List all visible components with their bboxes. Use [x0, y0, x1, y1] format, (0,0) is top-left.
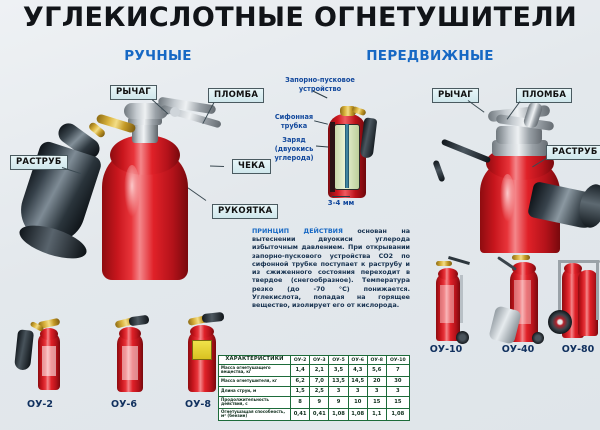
- illustration-model-ou2: [12, 317, 72, 396]
- table-row: Масса огнетушителя, кг 6,2 7,0 13,5 14,5…: [218, 375, 411, 387]
- table-cell: 0,41: [289, 407, 311, 421]
- model-caption-ou10: ОУ-10: [429, 344, 463, 355]
- table-corner-header: ХАРАКТЕРИСТИКИ: [218, 355, 291, 365]
- illustration-manual-extinguisher: [12, 95, 260, 280]
- table-row-label: Длина струи, м: [218, 385, 291, 397]
- model-caption-ou8: ОУ-8: [185, 399, 211, 410]
- section-heading-mobile: ПЕРЕДВИЖНЫЕ: [366, 48, 494, 64]
- table-cell: 13,5: [328, 375, 349, 387]
- table-row-label: Масса огнетушителя, кг: [218, 375, 291, 387]
- callout-horn-right: РАСТРУБ: [546, 145, 600, 160]
- table-cell: 20: [366, 375, 387, 387]
- table-cell: 3: [366, 385, 387, 397]
- callout-lever-left: РЫЧАГ: [110, 85, 157, 100]
- principle-heading: ПРИНЦИП ДЕЙСТВИЯ: [252, 228, 343, 235]
- table-cell: 15: [385, 395, 411, 409]
- table-row-label: Продолжительность действия, с: [218, 395, 291, 409]
- principle-of-action-text: ПРИНЦИП ДЕЙСТВИЯ основан на вытеснении д…: [252, 228, 410, 310]
- model-caption-ou2: ОУ-2: [27, 399, 53, 410]
- table-cell: 7,0: [309, 375, 330, 387]
- table-cell: 3,5: [328, 364, 349, 377]
- callout-pin-left: ЧЕКА: [232, 159, 272, 174]
- table-cell: 1,4: [289, 364, 311, 377]
- callout-seal-left: ПЛОМБА: [208, 88, 265, 103]
- table-cell: 3: [385, 385, 411, 397]
- table-row: Длина струи, м 1,5 2,5 3 3 3 3: [218, 385, 411, 397]
- gap-indicator-line: [332, 196, 350, 197]
- table-cell: 3: [347, 385, 368, 397]
- table-cell: 2,1: [309, 364, 330, 377]
- table-cell: 6,2: [289, 375, 311, 387]
- table-cell: 15: [366, 395, 387, 409]
- table-cell: 14,5: [347, 375, 368, 387]
- callout-handle-left: РУКОЯТКА: [212, 204, 279, 219]
- cutaway-charge-label-line2: (двуокись: [274, 145, 314, 153]
- table-cell: 9: [309, 395, 330, 409]
- table-cell: 3: [328, 385, 349, 397]
- table-cell: 5,6: [366, 364, 387, 377]
- table-cell: 1,08: [385, 407, 411, 421]
- section-heading-manual: РУЧНЫЕ: [124, 48, 192, 64]
- callout-seal-right: ПЛОМБА: [516, 88, 573, 103]
- table-col-header: ОУ-5: [328, 355, 349, 365]
- table-row: Продолжительность действия, с 8 9 9 10 1…: [218, 395, 411, 409]
- cutaway-valve-label-line2: устройство: [298, 85, 342, 93]
- illustration-model-ou6: [95, 314, 155, 396]
- illustration-model-ou8: [170, 311, 232, 396]
- table-row-label: Масса огнетушащего вещества, кг: [218, 364, 291, 377]
- table-cell: 10: [347, 395, 368, 409]
- table-header-row: ХАРАКТЕРИСТИКИ ОУ-2 ОУ-3 ОУ-5 ОУ-6 ОУ-8 …: [218, 355, 411, 365]
- table-cell: 4,3: [347, 364, 368, 377]
- principle-body: основан на вытеснении двуокиси углерода …: [252, 228, 410, 310]
- cutaway-siphon-label-line1: Сифонная: [274, 113, 314, 121]
- table-col-header: ОУ-2: [289, 355, 311, 365]
- cutaway-charge-label-line1: Заряд: [282, 136, 306, 144]
- table-row: Огнетушащая способность, м² (бензин) 0,4…: [218, 407, 411, 421]
- model-caption-ou80: ОУ-80: [561, 344, 595, 355]
- table-cell: 9: [328, 395, 349, 409]
- table-col-header: ОУ-3: [309, 355, 330, 365]
- table-col-header: ОУ-8: [366, 355, 387, 365]
- illustration-cutaway-extinguisher: [322, 105, 378, 198]
- cutaway-gap-label: 3-4 мм: [327, 199, 355, 207]
- specifications-table: ХАРАКТЕРИСТИКИ ОУ-2 ОУ-3 ОУ-5 ОУ-6 ОУ-8 …: [218, 355, 411, 421]
- illustration-mobile-extinguisher: [430, 96, 600, 253]
- cutaway-valve-label-line1: Запорно-пусковое: [285, 76, 355, 84]
- table-cell: 30: [385, 375, 411, 387]
- table-row-label: Огнетушащая способность, м² (бензин): [218, 407, 291, 421]
- table-row: Масса огнетушащего вещества, кг 1,4 2,1 …: [218, 364, 411, 377]
- callout-lever-right: РЫЧАГ: [432, 88, 479, 103]
- table-cell: 1,1: [366, 407, 387, 421]
- table-col-header: ОУ-6: [347, 355, 368, 365]
- table-cell: 2,5: [309, 385, 330, 397]
- illustration-model-ou40: [488, 252, 556, 345]
- cutaway-siphon-label-line2: трубка: [280, 122, 308, 130]
- illustration-model-ou10: [418, 255, 484, 344]
- table-cell: 7: [385, 364, 411, 377]
- table-col-header: ОУ-10: [385, 355, 411, 365]
- table-cell: 1,5: [289, 385, 311, 397]
- model-caption-ou6: ОУ-6: [111, 399, 137, 410]
- illustration-model-ou80: [548, 250, 600, 344]
- callout-horn-left: РАСТРУБ: [10, 155, 68, 170]
- table-cell: 8: [289, 395, 311, 409]
- page-title: УГЛЕКИСЛОТНЫЕ ОГНЕТУШИТЕЛИ: [22, 2, 578, 33]
- cutaway-charge-label-line3: углерода): [274, 154, 314, 162]
- table-cell: 0,41: [309, 407, 330, 421]
- table-cell: 1,08: [347, 407, 368, 421]
- table-cell: 1,08: [328, 407, 349, 421]
- model-caption-ou40: ОУ-40: [501, 344, 535, 355]
- specifications-table-container: ХАРАКТЕРИСТИКИ ОУ-2 ОУ-3 ОУ-5 ОУ-6 ОУ-8 …: [218, 355, 411, 421]
